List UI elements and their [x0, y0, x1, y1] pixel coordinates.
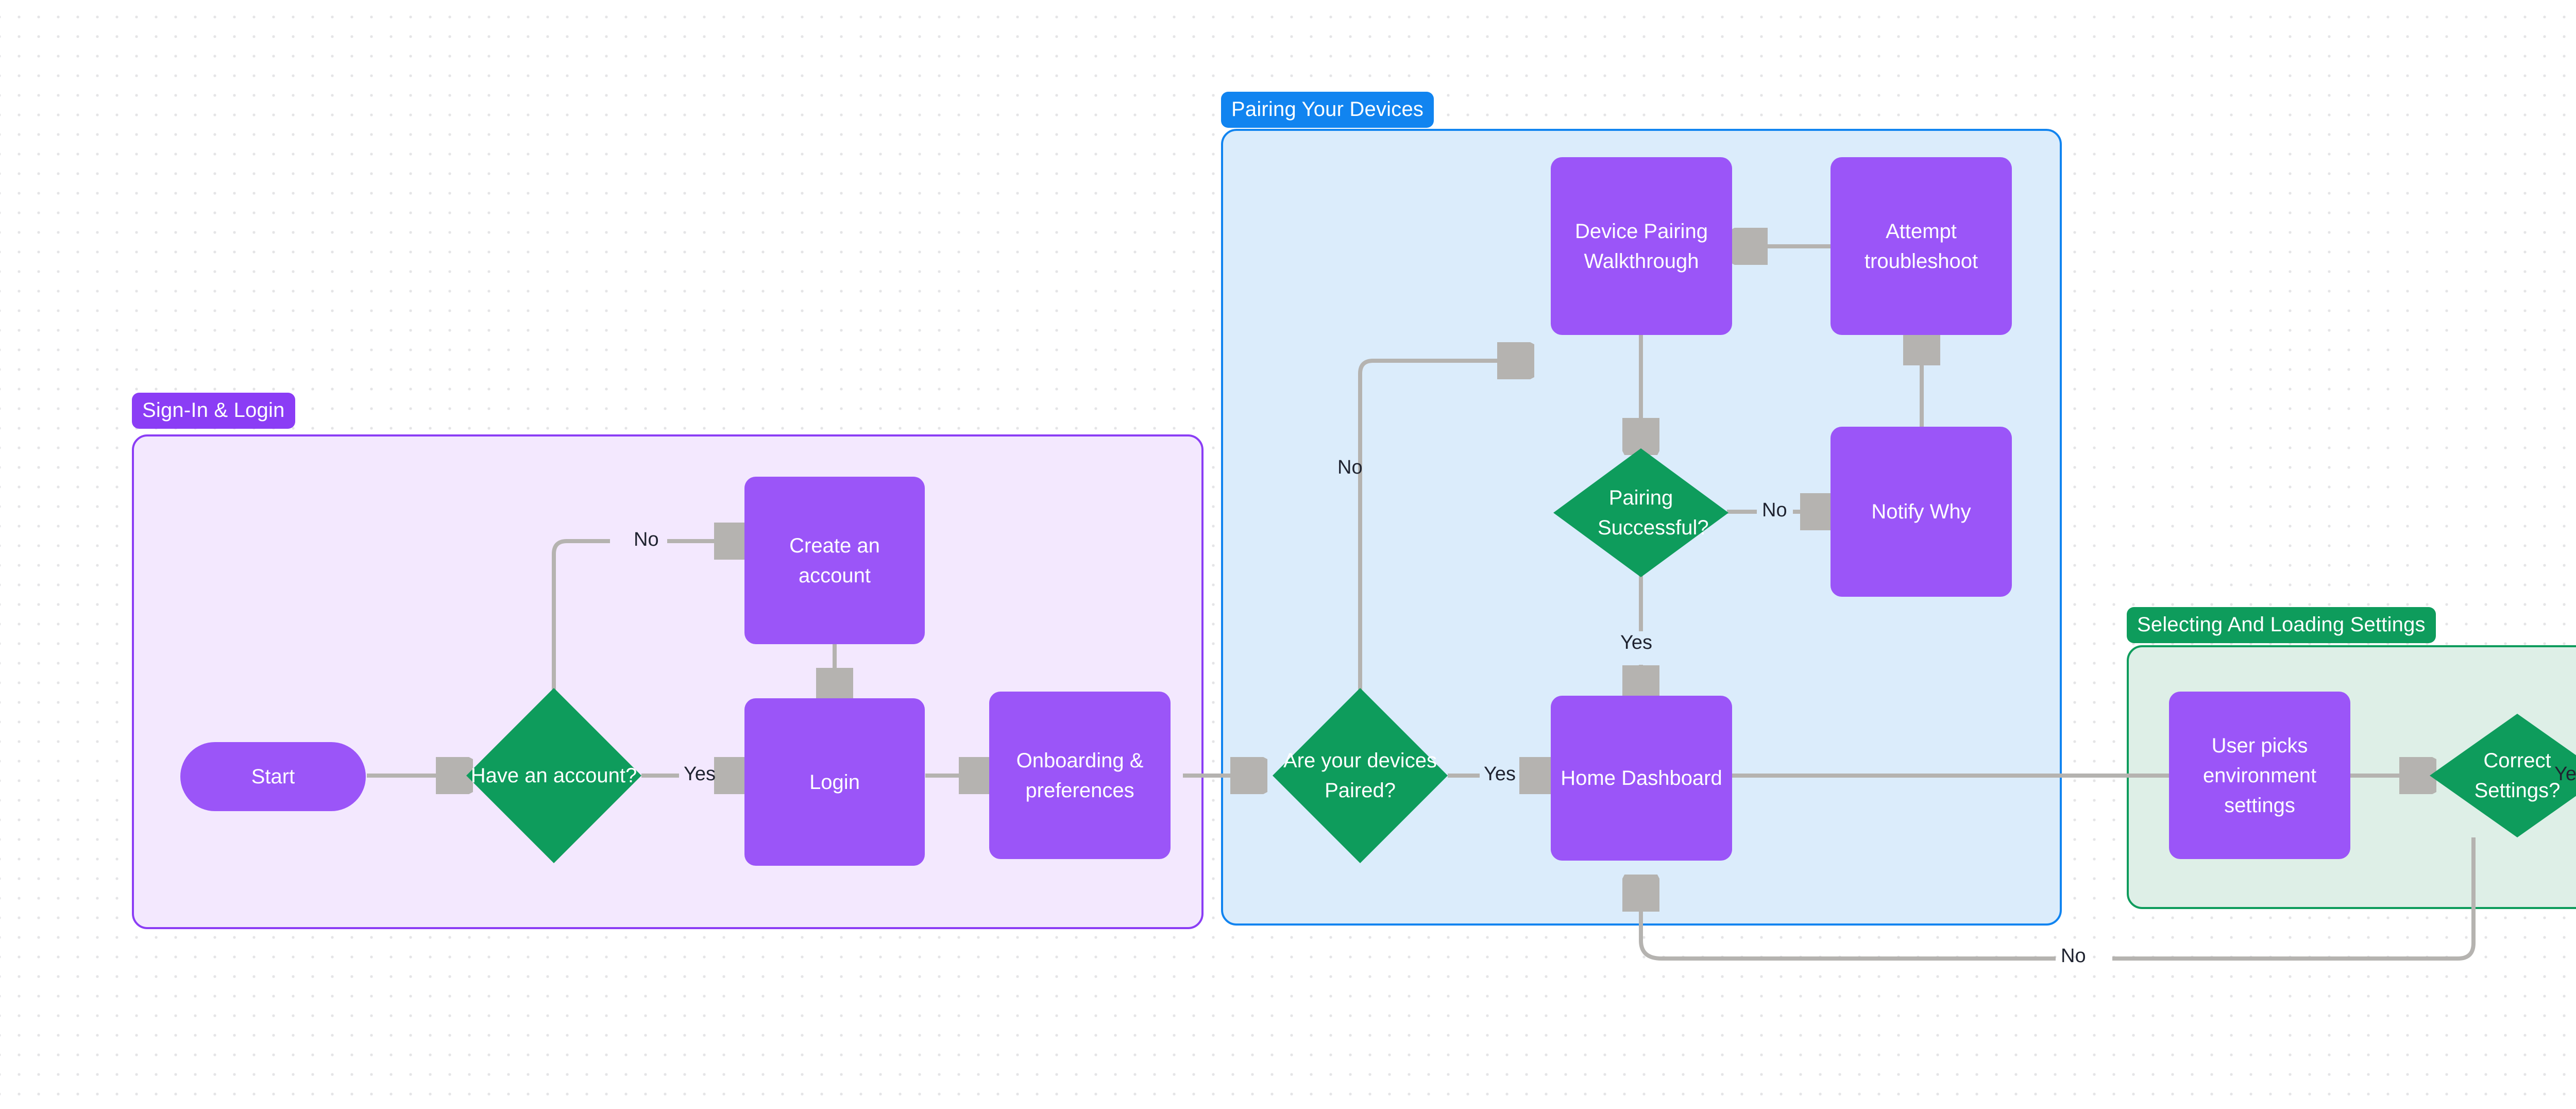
edge-label-have-account-no: No [634, 529, 659, 550]
node-correct-settings-label: Correct Settings? [2474, 749, 2561, 802]
group-selecting-loading-settings-label[interactable]: Selecting And Loading Settings [2127, 607, 2436, 643]
node-create-account[interactable]: Create an account [744, 477, 925, 644]
node-have-account[interactable]: Have an account? [466, 688, 641, 863]
node-pairing-successful[interactable]: Pairing Successful? [1553, 448, 1728, 577]
edge-label-devices-paired-no: No [1337, 457, 1363, 478]
node-devices-paired-label: Are your devices Paired? [1283, 749, 1437, 802]
node-devices-paired[interactable]: Are your devices Paired? [1273, 688, 1448, 863]
node-correct-settings[interactable]: Correct Settings? [2430, 714, 2576, 837]
node-pairing-successful-label: Pairing Successful? [1598, 486, 1709, 539]
node-device-pairing-walkthrough-label: Device Pairing Walkthrough [1575, 220, 1708, 273]
node-notify-why-label: Notify Why [1871, 500, 1971, 523]
node-have-account-label: Have an account? [470, 764, 637, 787]
node-onboarding-preferences[interactable]: Onboarding & preferences [989, 692, 1171, 859]
edge-label-have-account-yes: Yes [684, 763, 716, 785]
node-onboarding-preferences-label: Onboarding & preferences [1016, 749, 1144, 802]
node-home-dashboard[interactable]: Home Dashboard [1551, 696, 1732, 861]
node-create-account-label: Create an account [789, 534, 880, 587]
edge-label-pairing-successful-yes: Yes [1620, 632, 1652, 653]
node-start[interactable]: Start [180, 742, 366, 811]
node-start-label: Start [251, 765, 295, 788]
edge-label-correct-settings-yes: Yes [2554, 763, 2576, 785]
node-attempt-troubleshoot-label: Attempt troubleshoot [1864, 220, 1978, 273]
node-device-pairing-walkthrough[interactable]: Device Pairing Walkthrough [1551, 157, 1732, 335]
node-attempt-troubleshoot[interactable]: Attempt troubleshoot [1831, 157, 2012, 335]
node-login-label: Login [809, 770, 860, 794]
edge-label-devices-paired-yes: Yes [1484, 763, 1516, 785]
node-user-picks-environment-settings-label: User picks environment settings [2202, 734, 2317, 817]
group-signin-login-label[interactable]: Sign-In & Login [132, 393, 295, 429]
group-pairing-devices-label[interactable]: Pairing Your Devices [1221, 92, 1434, 128]
node-notify-why[interactable]: Notify Why [1831, 427, 2012, 597]
node-login[interactable]: Login [744, 698, 925, 866]
edge-label-correct-settings-no: No [2061, 945, 2086, 967]
node-user-picks-environment-settings[interactable]: User picks environment settings [2169, 692, 2350, 859]
node-home-dashboard-label: Home Dashboard [1561, 767, 1722, 789]
edge-label-pairing-successful-no: No [1762, 499, 1787, 521]
